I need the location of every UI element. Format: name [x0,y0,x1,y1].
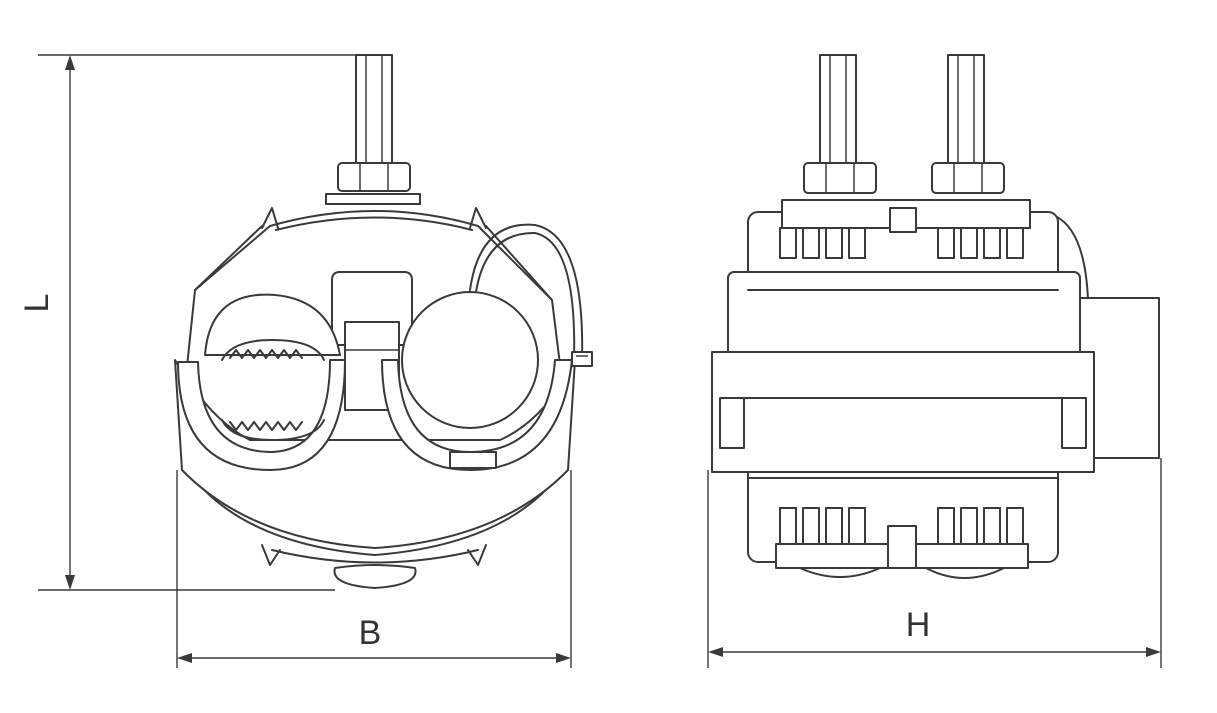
dimension-length [38,54,356,591]
side-body [711,211,1160,563]
side-bolts [803,54,1005,194]
dimension-width [176,470,572,668]
length-label: L [18,294,56,313]
front-left-clamp [177,293,346,471]
side-bottom-teeth [775,507,1029,579]
side-top-teeth [779,199,1031,259]
height-label: H [906,606,931,644]
width-label: B [359,614,382,652]
dimension-height [707,458,1162,668]
front-shear-head [333,564,417,589]
front-view [174,54,593,589]
front-bolt [325,54,421,205]
side-view [711,54,1160,579]
front-cap-strap [469,223,593,367]
front-right-clamp [381,291,573,471]
